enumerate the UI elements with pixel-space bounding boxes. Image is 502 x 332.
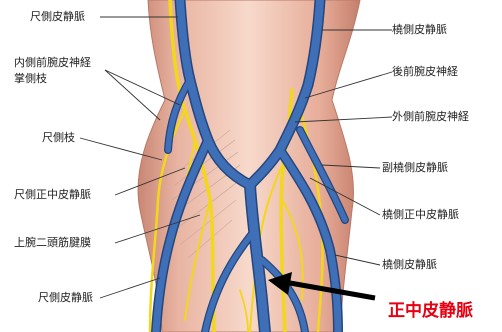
label-median-ulnar-vein: 尺側正中皮静脈 — [14, 188, 91, 201]
label-posterior-antebrachial-cutaneous-nerve: 後前腕皮神経 — [392, 65, 458, 78]
label-lateral-antebrachial-cutaneous-nerve: 外側前腕皮神経 — [392, 110, 469, 123]
label-median-cephalic-vein: 橈側正中皮静脈 — [382, 208, 459, 221]
label-cephalic-vein-bottom: 橈側皮静脈 — [382, 258, 437, 271]
label-ulnar-cutaneous-vein-top: 尺側皮静脈 — [30, 10, 85, 23]
arm-silhouette — [138, 0, 360, 332]
label-palmar-branch: 掌側枝 — [14, 72, 47, 85]
label-ulnar-cutaneous-vein-bottom: 尺側皮静脈 — [38, 291, 93, 304]
label-ulnar-branch: 尺側枝 — [42, 131, 75, 144]
label-medial-antebrachial-cutaneous-nerve: 内側前腕皮神経 — [14, 56, 91, 69]
label-accessory-cephalic-vein: 副橈側皮静脈 — [382, 161, 448, 174]
label-cephalic-vein-top: 橈側皮静脈 — [392, 23, 447, 36]
callout-median-cubital-vein: 正中皮静脈 — [388, 296, 473, 321]
label-bicipital-aponeurosis: 上腕二頭筋腱膜 — [14, 236, 91, 249]
